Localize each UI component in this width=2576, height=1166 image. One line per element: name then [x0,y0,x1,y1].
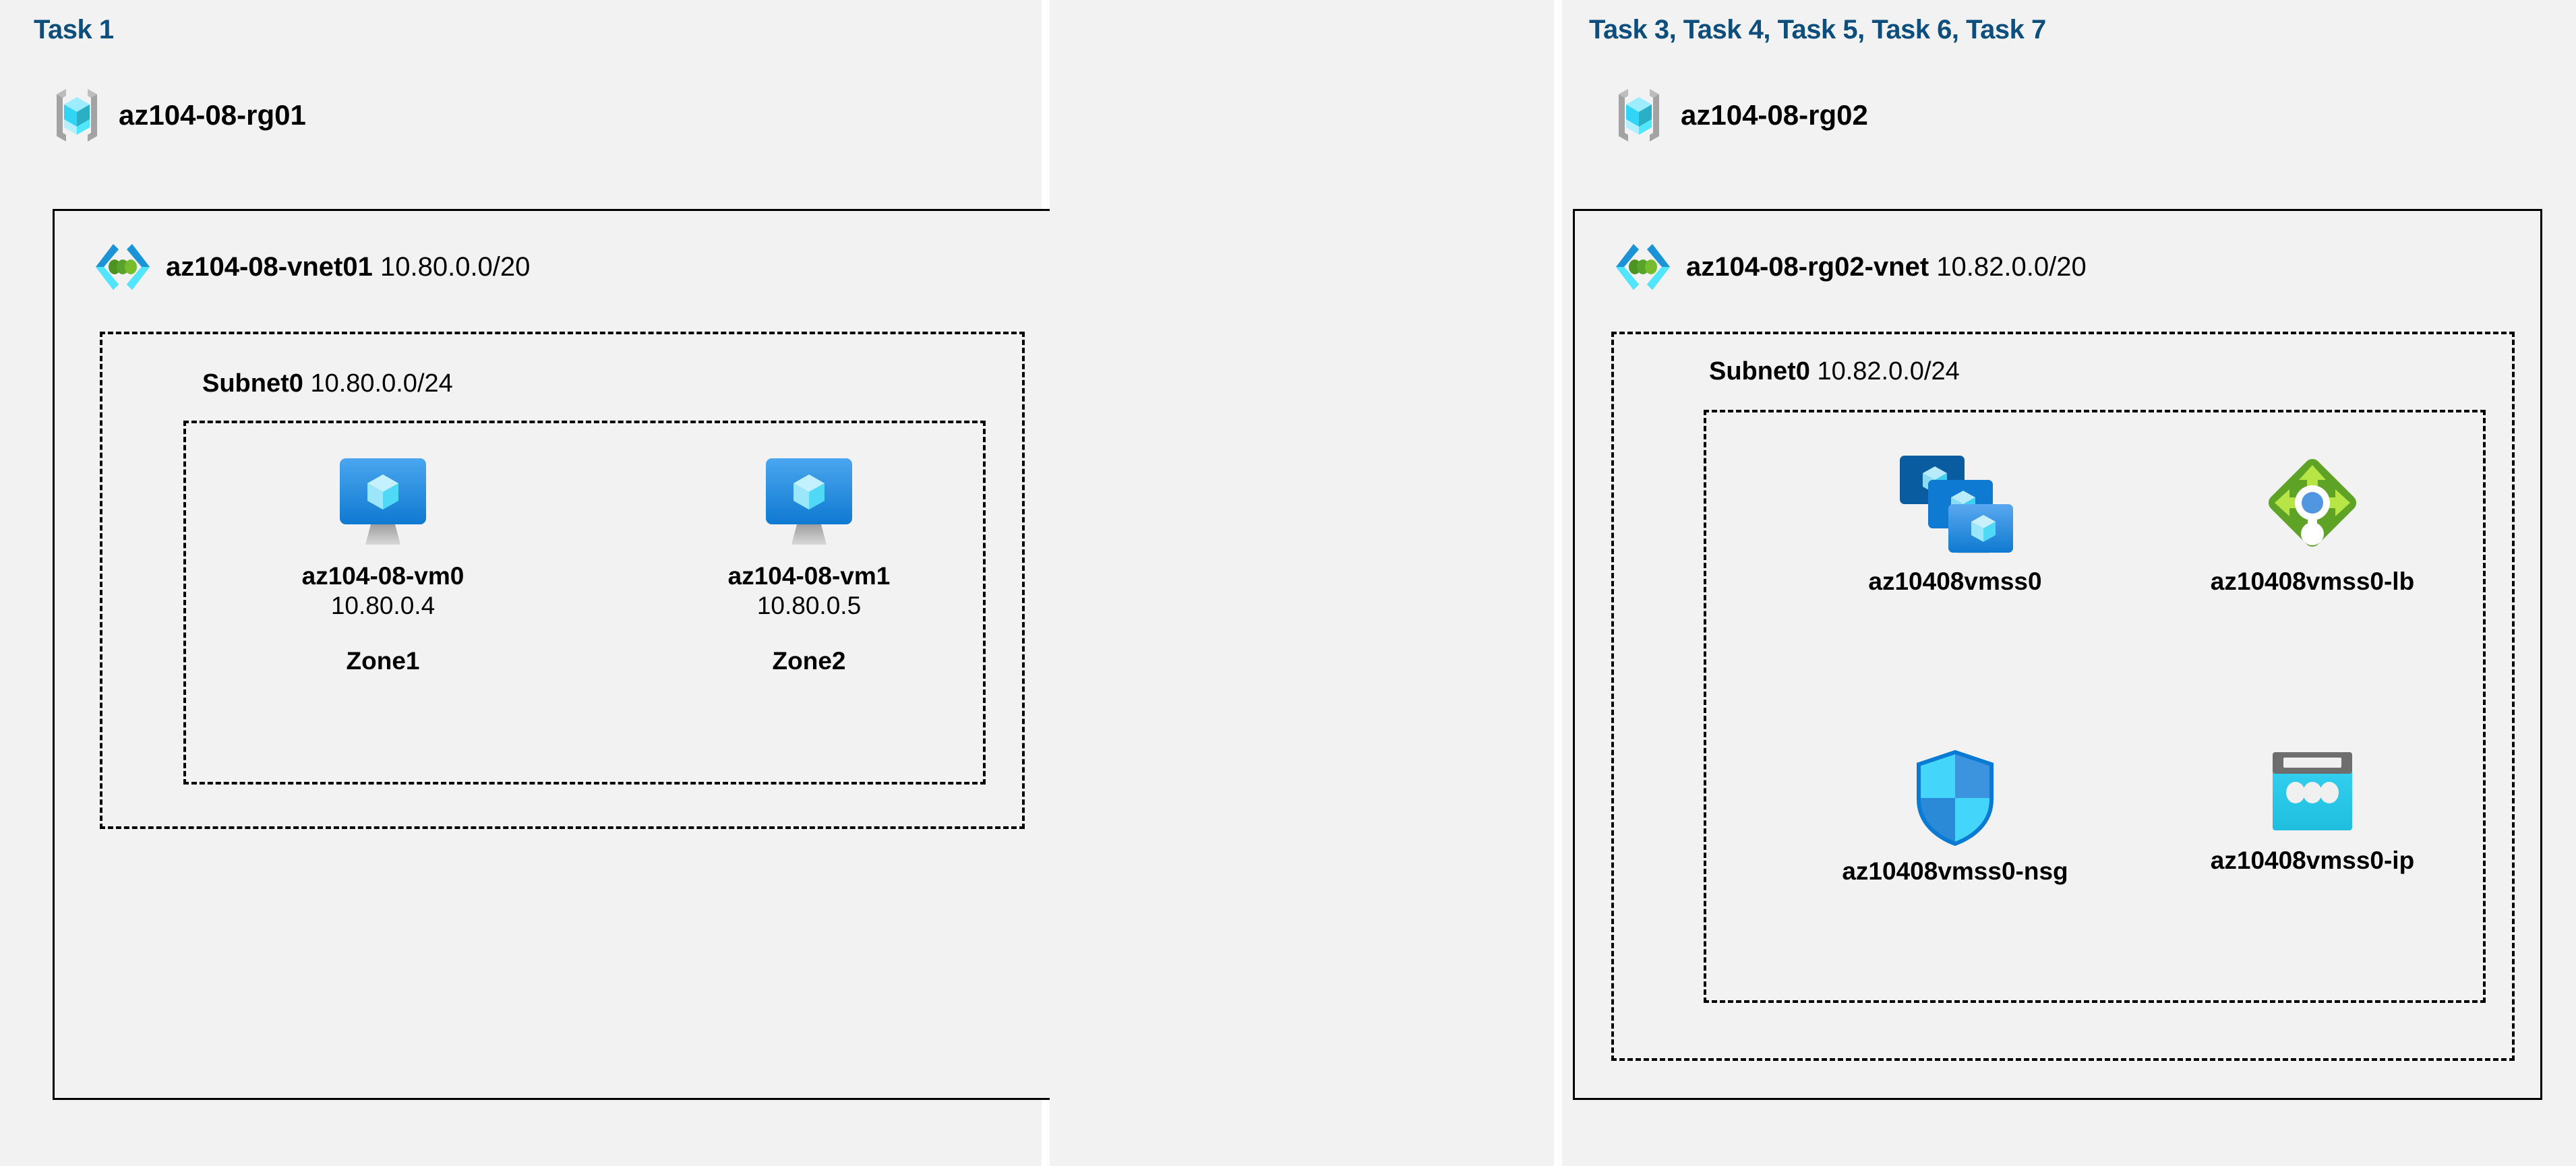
node-zone: Zone2 [772,647,846,675]
node-label: az10408vmss0-lb [2210,567,2415,595]
node-vm-scale-set[interactable]: az10408vmss0 [1793,449,2117,596]
vnet-name: az104-08-vnet01 [166,251,373,282]
resource-group-icon [1615,86,1663,144]
node-vm0[interactable]: az104-08-vm0 10.80.0.4 Zone1 [268,449,498,675]
virtual-network-icon [1615,241,1671,293]
node-network-security-group[interactable]: az10408vmss0-nsg [1793,748,2117,886]
vnet-cidr: 10.80.0.0/20 [380,251,531,282]
subnet-title-vnet01: Subnet0 10.80.0.0/24 [202,369,453,398]
resource-group-name: az104-08-rg01 [119,99,306,131]
availability-zone-boundary [183,421,986,785]
resource-group-header-rg01: az104-08-rg01 [53,86,306,144]
subnet-boundary-subnet0-vnet02 [1611,332,2515,1061]
vnet-title: az104-08-vnet01 10.80.0.0/20 [166,252,530,282]
resource-group-icon [53,86,101,144]
resource-group-name: az104-08-rg02 [1681,99,1868,131]
node-label: az10408vmss0-ip [2210,847,2415,874]
vnet-title: az104-08-rg02-vnet 10.82.0.0/20 [1686,252,2087,282]
resource-group-header-rg02: az104-08-rg02 [1615,86,1868,144]
virtual-machine-icon [758,449,860,551]
virtual-network-icon [94,241,151,293]
vnet-name: az104-08-rg02-vnet [1686,251,1929,282]
vnet-cidr: 10.82.0.0/20 [1936,251,2087,282]
vnet-header-vnet02: az104-08-rg02-vnet 10.82.0.0/20 [1615,241,2087,293]
subnet-boundary-subnet0-vnet01 [100,332,1025,829]
subnet-title-vnet02: Subnet0 10.82.0.0/24 [1709,357,1960,386]
subnet-name: Subnet0 [1709,357,1810,386]
vm-scale-set-icon [1897,449,2013,557]
vnet-header-vnet01: az104-08-vnet01 10.80.0.0/20 [94,241,530,293]
node-public-ip-address[interactable]: az10408vmss0-ip [2151,748,2474,875]
public-ip-address-icon [2266,748,2359,836]
node-label: az104-08-vm0 [301,562,465,590]
task-label-1: Task 1 [34,15,114,44]
node-ip-address: 10.80.0.5 [756,592,862,619]
node-label: az10408vmss0 [1868,567,2042,595]
node-label: az10408vmss0-nsg [1842,857,2068,885]
node-load-balancer[interactable]: az10408vmss0-lb [2151,449,2474,596]
subnet-cidr: 10.80.0.0/24 [310,369,453,398]
network-security-group-icon [1913,748,1997,847]
node-zone: Zone1 [346,647,420,675]
subnet-cidr: 10.82.0.0/24 [1817,357,1960,386]
vmss-resources-boundary [1704,410,2486,1003]
subnet-name: Subnet0 [202,369,303,398]
vnet-boundary-vnet02 [1573,209,2542,1100]
virtual-machine-icon [332,449,434,551]
task-label-3-7: Task 3, Task 4, Task 5, Task 6, Task 7 [1589,15,2046,44]
load-balancer-icon [2258,449,2366,557]
panel-task-2 [1050,0,1554,1166]
node-vm1[interactable]: az104-08-vm1 10.80.0.5 Zone2 [694,449,924,675]
node-label: az104-08-vm1 [727,562,891,590]
node-ip-address: 10.80.0.4 [330,592,436,619]
